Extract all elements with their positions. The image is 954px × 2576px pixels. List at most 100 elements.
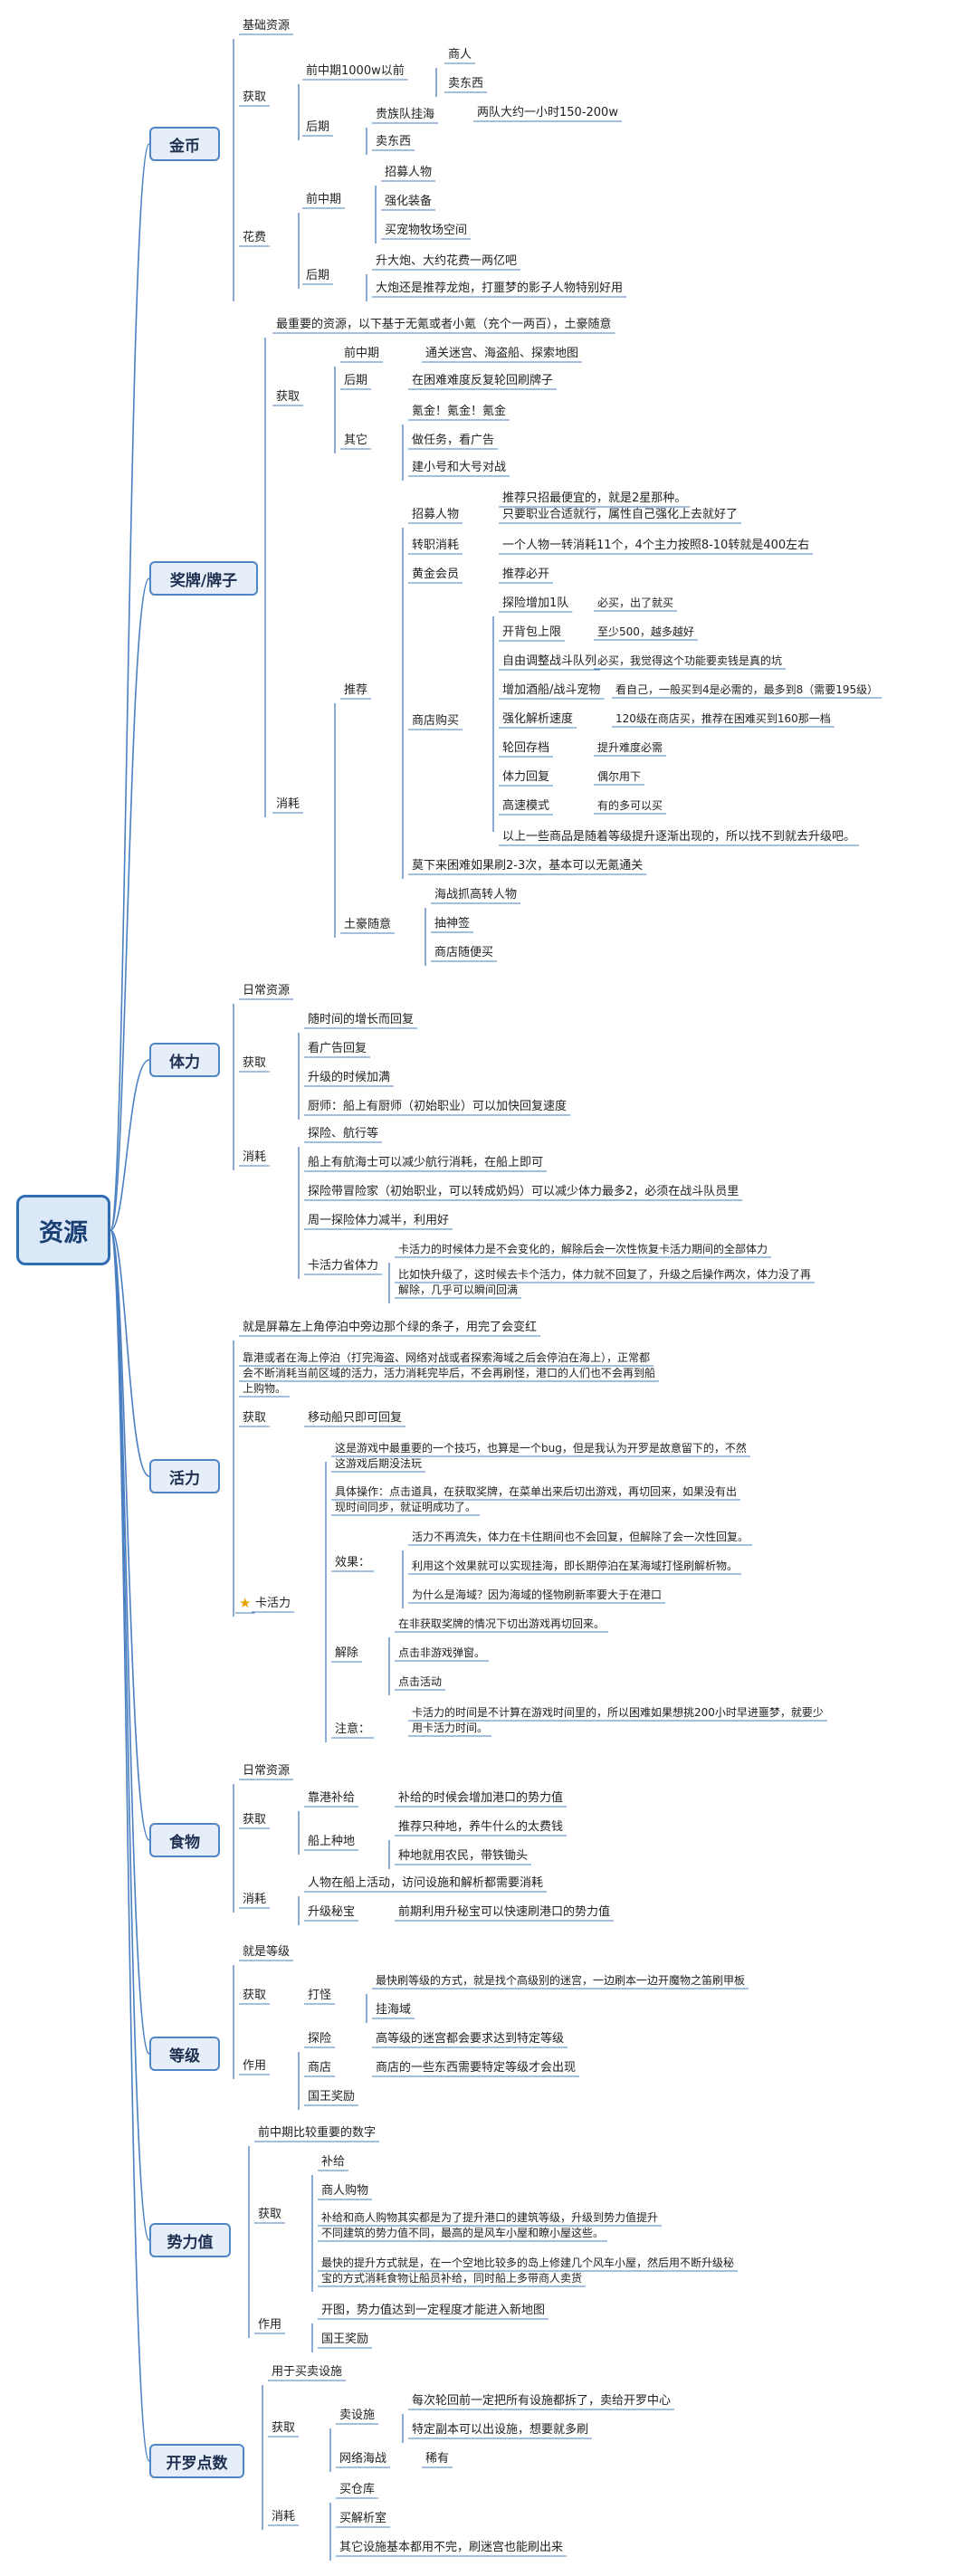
vigor-desc2: 会不断消耗当前区域的活力，活力消耗完毕后，不会再刷怪，港口的人们也不会再到船 <box>243 1367 656 1379</box>
medal-desc: 最重要的资源，以下基于无氪或者小氪（充个一两百），土豪随意 <box>276 318 612 331</box>
gold-merchant: 商人 <box>448 48 472 62</box>
gold-category[interactable]: 金币 <box>149 127 220 161</box>
connector-curve <box>110 1229 150 1841</box>
power-best: 宝的方式消耗食物让船员补给，同时船上多带商人卖货 <box>321 2272 583 2285</box>
connector-curve <box>110 1229 150 1477</box>
food-secret-note: 前期利用升秘宝可以快速刷港口的势力值 <box>398 1905 611 1919</box>
stamina-consume-item: 周一探险体力减半，利用好 <box>308 1214 450 1227</box>
food-farm-note: 推荐只种地，养牛什么的太费钱 <box>398 1820 564 1834</box>
power-buy-note: 不同建筑的势力值不同，最高的是风车小屋和瞭小屋这些。 <box>321 2227 605 2239</box>
shop-item-note: 有的多可以买 <box>597 799 663 812</box>
medal-tuhao-item: 海战抓高转人物 <box>434 888 518 902</box>
stamina-get-item: 随时间的增长而回复 <box>308 1013 415 1026</box>
power-category[interactable]: 势力值 <box>149 2223 231 2257</box>
medal-consume: 消耗 <box>276 797 301 811</box>
connector-curve <box>110 1229 150 2462</box>
gold-recruit: 招募人物 <box>385 166 433 179</box>
medal-extra: 莫下来困难如果刷2-3次，基本可以无氪通关 <box>412 859 644 873</box>
medal-tuhao-item: 抽神签 <box>434 917 471 930</box>
medal-pay: 氪金！氪金！氪金 <box>412 405 507 418</box>
vigor-effect-item: 利用这个效果就可以实现挂海，即长期停泊在某海域打怪刷解析物。 <box>412 1560 739 1572</box>
shop-item-name: 增加酒船/战斗宠物 <box>502 683 601 697</box>
stamina-consume-item: 探险带冒险家（初始职业，可以转成奶妈）可以减少体力最多2，必须在战斗队员里 <box>308 1185 739 1198</box>
gold-spend-late: 后期 <box>306 269 330 282</box>
food-consume-note: 人物在船上活动，访问设施和解析都需要消耗 <box>308 1876 544 1890</box>
stamina-daily: 日常资源 <box>243 984 291 997</box>
vigor-trick-desc: 这游戏后期没法玩 <box>335 1457 423 1470</box>
vigor-effect: 效果： <box>335 1556 371 1569</box>
vigor-op: 现时间同步，就证明成功了。 <box>335 1501 477 1513</box>
vigor-trick: 卡活力 <box>255 1597 291 1610</box>
power-best: 最快的提升方式就是，在一个空地比较多的岛上修建几个风车小屋，然后用不断升级秘 <box>321 2256 735 2269</box>
kairo-other: 其它设施基本都用不完，刷迷宫也能刷出来 <box>339 2541 564 2554</box>
shop-item-name: 开背包上限 <box>502 625 562 639</box>
medal-transfer: 转职消耗 <box>412 539 460 552</box>
gold-pet: 买宠物牧场空间 <box>385 224 468 237</box>
gold-cannon: 大炮还是推荐龙炮，打噩梦的影子人物特别好用 <box>376 281 624 295</box>
gold-get: 获取 <box>243 91 267 104</box>
star-icon: ★ <box>239 1595 252 1611</box>
level-get: 获取 <box>243 1989 267 2002</box>
food-port-note: 补给的时候会增加港口的势力值 <box>398 1791 564 1805</box>
kairo-category[interactable]: 开罗点数 <box>149 2444 244 2478</box>
vigor-op: 具体操作：点击道具，在获取奖牌，在菜单出来后切出游戏，再切回来，如果没有出 <box>335 1485 738 1498</box>
medal-recruit-note1: 推荐只招最便宜的，就是2星那种。 <box>502 491 687 505</box>
level-desc: 就是等级 <box>243 1945 291 1959</box>
food-get: 获取 <box>243 1813 267 1827</box>
shop-item-name: 高速模式 <box>502 799 550 813</box>
gold-pirate-note: 两队大约一小时150-200w <box>477 106 618 119</box>
power-desc: 前中期比较重要的数字 <box>258 2126 377 2140</box>
medal-tuhao: 土豪随意 <box>344 918 392 931</box>
stamina-get-item: 看广告回复 <box>308 1042 367 1055</box>
medal-gold-member-note: 推荐必开 <box>502 568 550 581</box>
level-hang: 挂海域 <box>376 2003 412 2017</box>
medal-transfer-note: 一个人物一转消耗11个，4个主力按照8-10转就是400左右 <box>502 539 810 552</box>
level-fight-note: 最快刷等级的方式，就是找个高级别的迷宫，一边刷本一边开魔物之笛刷甲板 <box>376 1974 746 1987</box>
medal-recruit: 招募人物 <box>412 508 460 521</box>
stamina-consume: 消耗 <box>243 1150 267 1164</box>
power-buy: 商人购物 <box>321 2184 369 2198</box>
level-shop: 商店 <box>308 2061 332 2075</box>
vigor-effect-item: 为什么是海域？因为海域的怪物刷新率要大于在港口 <box>412 1589 663 1601</box>
kairo-consume: 消耗 <box>272 2510 296 2524</box>
power-supply: 补给 <box>321 2155 346 2169</box>
vigor-release-item: 点击非游戏弹窗。 <box>398 1646 486 1659</box>
shop-item-name: 探险增加1队 <box>502 596 569 610</box>
connector-curve <box>110 577 150 1231</box>
gold-mid: 前中期1000w以前 <box>306 64 405 78</box>
kairo-room: 买解析室 <box>339 2512 387 2525</box>
medal-recruit-note2: 只要职业合适就行，属性自己强化上去就好了 <box>502 508 739 521</box>
stamina-category[interactable]: 体力 <box>149 1043 220 1077</box>
vigor-category[interactable]: 活力 <box>149 1459 220 1493</box>
gold-spend-mid: 前中期 <box>306 193 342 206</box>
stamina-bug-note: 卡活力的时候体力是不会变化的，解除后会一次性恢复卡活力期间的全部体力 <box>398 1243 768 1255</box>
shop-item-name: 强化解析速度 <box>502 712 574 726</box>
kairo-get: 获取 <box>272 2421 296 2435</box>
level-award: 国王奖励 <box>308 2090 356 2104</box>
stamina-bug: 卡活力省体力 <box>308 1259 379 1273</box>
gold-pirate: 贵族队挂海 <box>376 108 435 121</box>
level-category[interactable]: 等级 <box>149 2037 220 2071</box>
food-consume: 消耗 <box>243 1893 267 1906</box>
medal-tasks: 做任务，看广告 <box>412 434 495 447</box>
vigor-desc2: 靠港或者在海上停泊（打完海盗、网络对战或者探索海域之后会停泊在海上），正常都 <box>243 1351 651 1364</box>
vigor-release-item: 在非获取奖牌的情况下切出游戏再切回来。 <box>398 1617 606 1630</box>
stamina-get-item: 厨师：船上有厨师（初始职业）可以加快回复速度 <box>308 1100 568 1113</box>
level-use: 作用 <box>243 2059 267 2073</box>
root-node[interactable]: 资源 <box>16 1195 110 1265</box>
medal-mid: 前中期 <box>344 347 380 360</box>
food-category[interactable]: 食物 <box>149 1823 220 1857</box>
shop-item-name: 轮回存档 <box>502 741 550 755</box>
shop-item-note: 提升难度必需 <box>597 741 663 754</box>
medal-alt: 建小号和大号对战 <box>412 461 507 474</box>
stamina-bug-note: 比如快升级了，这时候去卡个活力，体力就不回复了，升级之后操作两次，体力没了再 <box>398 1268 812 1281</box>
level-explore: 探险 <box>308 2032 332 2046</box>
vigor-get: 获取 <box>243 1411 267 1425</box>
gold-spend: 花费 <box>243 231 267 244</box>
food-farm-note: 种地就用农民，带铁锄头 <box>398 1849 529 1863</box>
power-award: 国王奖励 <box>321 2333 369 2346</box>
kairo-warehouse: 买仓库 <box>339 2483 376 2496</box>
medal-other: 其它 <box>344 434 368 447</box>
vigor-release: 解除 <box>335 1646 359 1660</box>
medal-category[interactable]: 奖牌/牌子 <box>149 561 258 596</box>
